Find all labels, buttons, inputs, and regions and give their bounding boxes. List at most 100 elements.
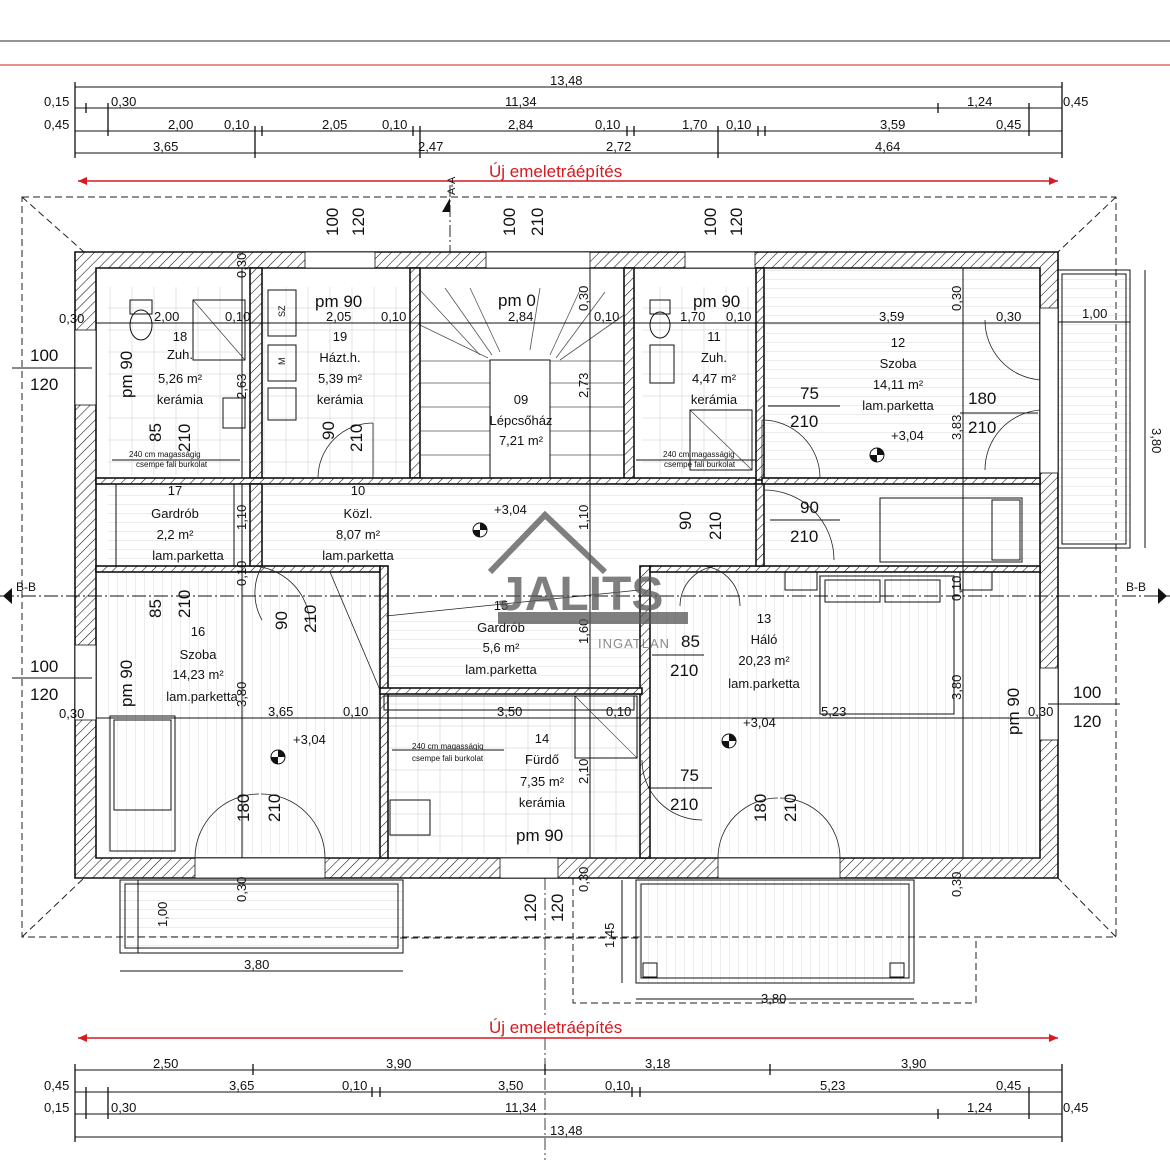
dim: 0,45 xyxy=(996,1078,1021,1093)
opening-code: 85 xyxy=(146,423,165,442)
opening-code: 210 xyxy=(301,605,320,633)
floor-finishes xyxy=(108,270,1048,854)
dim: 0,10 xyxy=(343,704,368,719)
opening-code: 180 xyxy=(234,794,253,822)
opening-code: 100 xyxy=(500,208,519,236)
dim: 0,45 xyxy=(996,117,1021,132)
room-floor: lam.parketta xyxy=(152,548,224,563)
opening-code: 120 xyxy=(1073,712,1101,731)
opening-code: 100 xyxy=(1073,683,1101,702)
room-area: 5,6 m² xyxy=(483,640,521,655)
fixtures: SZ M xyxy=(109,289,1023,852)
note: 240 cm magasságig xyxy=(412,742,484,751)
opening-codes: 100 120 100 210 100 120 100 120 100 120 … xyxy=(12,208,1120,922)
dim: 1,10 xyxy=(576,505,591,530)
note: csempe fali burkolat xyxy=(412,754,484,763)
room-floor: kerámia xyxy=(317,392,364,407)
room-number: 19 xyxy=(333,329,347,344)
dim: 3,80 xyxy=(761,991,786,1006)
dim-total-bottom: 13,48 xyxy=(550,1123,583,1138)
bottom-dimension-lines: 2,50 3,90 3,18 3,90 0,45 3,65 0,10 3,50 … xyxy=(44,1056,1088,1142)
section-b-left-arrow xyxy=(3,588,12,604)
opening-code: 210 xyxy=(790,412,818,431)
opening-code: 85 xyxy=(681,632,700,651)
dim: 0,10 xyxy=(381,309,406,324)
house-roof-icon xyxy=(487,510,608,575)
dim: 2,10 xyxy=(576,759,591,784)
dim: 0,10 xyxy=(605,1078,630,1093)
parapet: pm 90 xyxy=(693,292,740,311)
room-number: 09 xyxy=(514,392,528,407)
dim: 2,72 xyxy=(606,139,631,154)
opening-code: 210 xyxy=(528,208,547,236)
dim: 0,10 xyxy=(225,309,250,324)
balconies xyxy=(119,269,1131,984)
dim: 0,30 xyxy=(234,877,249,902)
section-a-arrow xyxy=(442,198,450,212)
dim: 0,30 xyxy=(59,706,84,721)
dim: 0,45 xyxy=(1063,1100,1088,1115)
room-name: Szoba xyxy=(880,356,918,371)
room-name: Házt.h. xyxy=(319,350,360,365)
dim: 1,24 xyxy=(967,94,992,109)
dim: 0,10 xyxy=(949,576,964,601)
opening-code: 75 xyxy=(680,766,699,785)
room-area: 8,07 m² xyxy=(336,527,381,542)
dim: 0,30 xyxy=(949,872,964,897)
dim: 5,23 xyxy=(820,1078,845,1093)
dim: 2,00 xyxy=(168,117,193,132)
level-label: +3,04 xyxy=(891,428,924,443)
dim: 0,30 xyxy=(1028,704,1053,719)
room-labels: 18 Zuh. 5,26 m² kerámia 19 Házt.h. 5,39 … xyxy=(151,329,934,810)
dim: 0,10 xyxy=(342,1078,367,1093)
dim: 3,50 xyxy=(498,1078,523,1093)
dim: 0,10 xyxy=(726,309,751,324)
room-name: Háló xyxy=(751,632,778,647)
dim: 2,05 xyxy=(326,309,351,324)
opening-code: 85 xyxy=(146,599,165,618)
dim: 11,34 xyxy=(505,1100,537,1115)
opening-code: 210 xyxy=(347,424,366,452)
opening-code: 210 xyxy=(790,527,818,546)
dim: 3,80 xyxy=(234,682,249,707)
parapet: pm 90 xyxy=(315,292,362,311)
dim: 0,30 xyxy=(949,286,964,311)
dim: 0,10 xyxy=(234,561,249,586)
inner-dimensions: 0,30 2,00 0,10 2,05 0,10 2,84 0,10 1,70 … xyxy=(59,253,1164,1006)
dim: 0,45 xyxy=(44,117,69,132)
room-area: 4,47 m² xyxy=(692,371,737,386)
opening-code: 90 xyxy=(319,421,338,440)
room-floor: lam.parketta xyxy=(322,548,394,563)
dim: 2,50 xyxy=(153,1056,178,1071)
room-name: Szoba xyxy=(180,647,218,662)
parapet: pm 90 xyxy=(117,660,136,707)
section-b-left-label: B-B xyxy=(16,580,36,594)
room-floor: lam.parketta xyxy=(728,676,800,691)
room-floor: kerámia xyxy=(519,795,566,810)
dim: 1,00 xyxy=(155,902,170,927)
dim: 0,30 xyxy=(111,94,136,109)
parapet: pm 90 xyxy=(516,826,563,845)
opening-code: 210 xyxy=(670,661,698,680)
dim: 0,10 xyxy=(606,704,631,719)
washer-label: SZ xyxy=(277,305,287,317)
dim: 3,50 xyxy=(497,704,522,719)
room-area: 14,11 m² xyxy=(873,377,924,392)
dim: 3,83 xyxy=(949,415,964,440)
dim: 3,18 xyxy=(645,1056,670,1071)
dim: 1,45 xyxy=(602,923,617,948)
level-label: +3,04 xyxy=(494,502,527,517)
room-number: 11 xyxy=(707,329,721,344)
room-area: 14,23 m² xyxy=(172,667,224,682)
tile-notes: 240 cm magasságig csempe fali burkolat 2… xyxy=(112,450,756,763)
dim: 0,45 xyxy=(1063,94,1088,109)
opening-code: 100 xyxy=(30,346,58,365)
dim: 3,65 xyxy=(229,1078,254,1093)
room-number: 12 xyxy=(891,335,905,350)
title-top: Új emeletráépítés xyxy=(489,162,622,181)
room-floor: lam.parketta xyxy=(166,689,238,704)
opening-code: 210 xyxy=(265,794,284,822)
level-label: +3,04 xyxy=(743,715,776,730)
room-number: 15 xyxy=(494,598,508,613)
dim: 1,70 xyxy=(680,309,705,324)
